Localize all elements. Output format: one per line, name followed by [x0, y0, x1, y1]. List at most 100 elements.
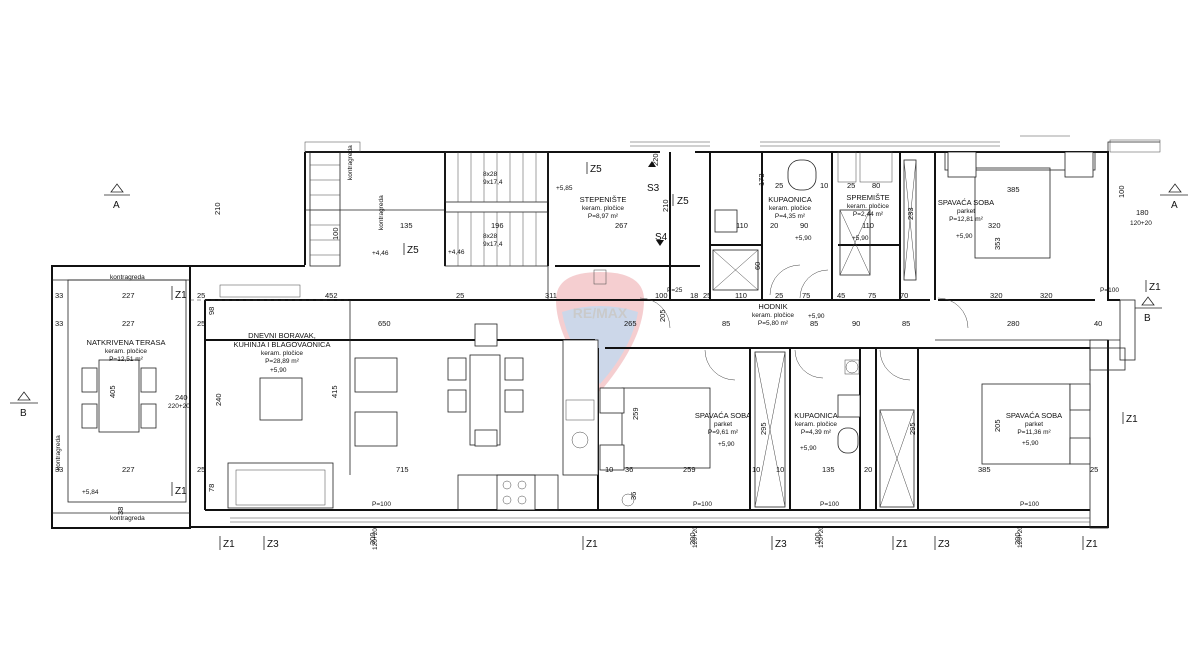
window-label: P=25 [667, 287, 683, 294]
room-name: KUPAONICA [768, 195, 812, 204]
section-a-marker-left [110, 183, 124, 193]
room-name: DNEVNI BORAVAK, [248, 331, 316, 340]
dim: 90 [800, 221, 808, 230]
section-b-label-left: B [20, 408, 27, 419]
dim: 220 [651, 153, 660, 166]
dim: 25 [847, 181, 855, 190]
zone-tag: Z1 [175, 290, 187, 301]
room-area: P=12,81 m² [949, 216, 984, 223]
window-label: 120+20 [1130, 220, 1152, 227]
dim: 320 [988, 221, 1001, 230]
sofa [227, 462, 334, 509]
room-name: SPAVAĆA SOBA [938, 198, 994, 207]
dim: 33 [55, 319, 63, 328]
dim: 265 [624, 319, 637, 328]
dim: 200 [1013, 532, 1022, 545]
dim: 300 [368, 532, 377, 545]
section-a-label-right: A [1171, 200, 1178, 211]
room-floor: keram. pločice [105, 348, 147, 355]
dim: 227 [122, 465, 135, 474]
dim: 85 [722, 319, 730, 328]
dim: 10 [605, 465, 613, 474]
room-level: +5,90 [1022, 440, 1039, 447]
kontragreda-label: kontragreda [55, 435, 62, 470]
room-level: +5,90 [956, 233, 973, 240]
room-name: SPAVAĆA SOBA [695, 411, 751, 420]
dim: 33 [55, 465, 63, 474]
section-a-label-left: A [113, 200, 120, 211]
dim: 295 [908, 422, 917, 435]
dim: 452 [325, 291, 338, 300]
zone-tag: Z5 [407, 245, 419, 256]
dim: 80 [872, 181, 880, 190]
window-label: P=100 [372, 501, 391, 508]
dim: 100 [813, 532, 822, 545]
dim: 70 [900, 291, 908, 300]
dim: 25 [197, 465, 205, 474]
room-name: SPREMIŠTE [846, 193, 889, 202]
toilet [837, 427, 859, 454]
window-label: 120+20 [692, 526, 699, 548]
armchair [354, 357, 398, 393]
coffee-table [259, 377, 303, 421]
stairs-label: 8x28 [483, 171, 497, 178]
dim: 45 [837, 291, 845, 300]
window-label: P=100 [693, 501, 712, 508]
window-label: P=100 [1100, 287, 1119, 294]
dim: 240 [175, 393, 188, 402]
room-floor: keram. pločice [847, 203, 889, 210]
level-label: +4,46 [448, 249, 465, 256]
window-label: 120+20 [1017, 526, 1024, 548]
room-level: +5,84 [82, 489, 99, 496]
section-markers: A A B B [10, 183, 1188, 419]
room-level: +5,90 [852, 235, 869, 242]
dim: 173 [757, 173, 766, 186]
dim: 20 [864, 465, 872, 474]
room-floor: keram. pločice [769, 205, 811, 212]
zone-tag: Z1 [586, 539, 598, 550]
room-labels: NATKRIVENA TERASA keram. pločice P=12,51… [82, 185, 1062, 496]
kitchen-counter [562, 339, 599, 476]
section-a-marker-right [1168, 183, 1182, 193]
room-floor: keram. pločice [582, 205, 624, 212]
zone-tag: Z1 [1149, 282, 1161, 293]
kontragreda-label: kontragreda [347, 145, 354, 180]
stairs [309, 151, 664, 267]
dim: 25 [775, 181, 783, 190]
dim: 20 [770, 221, 778, 230]
room-floor: parket [714, 421, 732, 428]
dimensions: 33 227 25 452 25 311 100 18 25 110 25 75… [55, 153, 1149, 545]
dim: 135 [400, 221, 413, 230]
room-floor: parket [1025, 421, 1043, 428]
dim: 110 [735, 291, 747, 300]
dim: 320 [990, 291, 1003, 300]
dim: 205 [658, 309, 667, 322]
dim: 385 [1007, 185, 1020, 194]
zone-tags: Z1 Z1 Z5 Z5 Z5 S3 S4 Z1 Z1 Z1 Z3 Z1 Z3 Z… [171, 162, 1161, 550]
room-level: +5,90 [808, 313, 825, 320]
dim: 33 [55, 291, 63, 300]
dim: 78 [207, 484, 216, 492]
zone-tag: Z3 [775, 539, 787, 550]
dim: 267 [615, 221, 628, 230]
room-floor: keram. pločice [261, 350, 303, 357]
dim: 25 [1090, 465, 1098, 474]
watermark-text: RE/MAX [573, 305, 628, 321]
dim: 100 [1117, 185, 1126, 198]
dim: 75 [802, 291, 810, 300]
dim: 38 [116, 507, 125, 515]
outer-walls [51, 135, 1161, 529]
bed [974, 167, 1051, 259]
room-area: P=28,89 m² [265, 358, 300, 365]
room-level: +5,90 [800, 445, 817, 452]
zone-tag: Z3 [938, 539, 950, 550]
room-floor: keram. pločice [795, 421, 837, 428]
dim: 110 [862, 221, 874, 230]
dim: 311 [545, 291, 557, 300]
room-area: P=4,39 m² [801, 429, 832, 436]
dim: 135 [822, 465, 835, 474]
misc-labels: kontragreda kontragreda kontragreda kont… [55, 145, 1152, 550]
room-area: P=2,44 m² [853, 211, 884, 218]
zone-tag: Z1 [175, 486, 187, 497]
